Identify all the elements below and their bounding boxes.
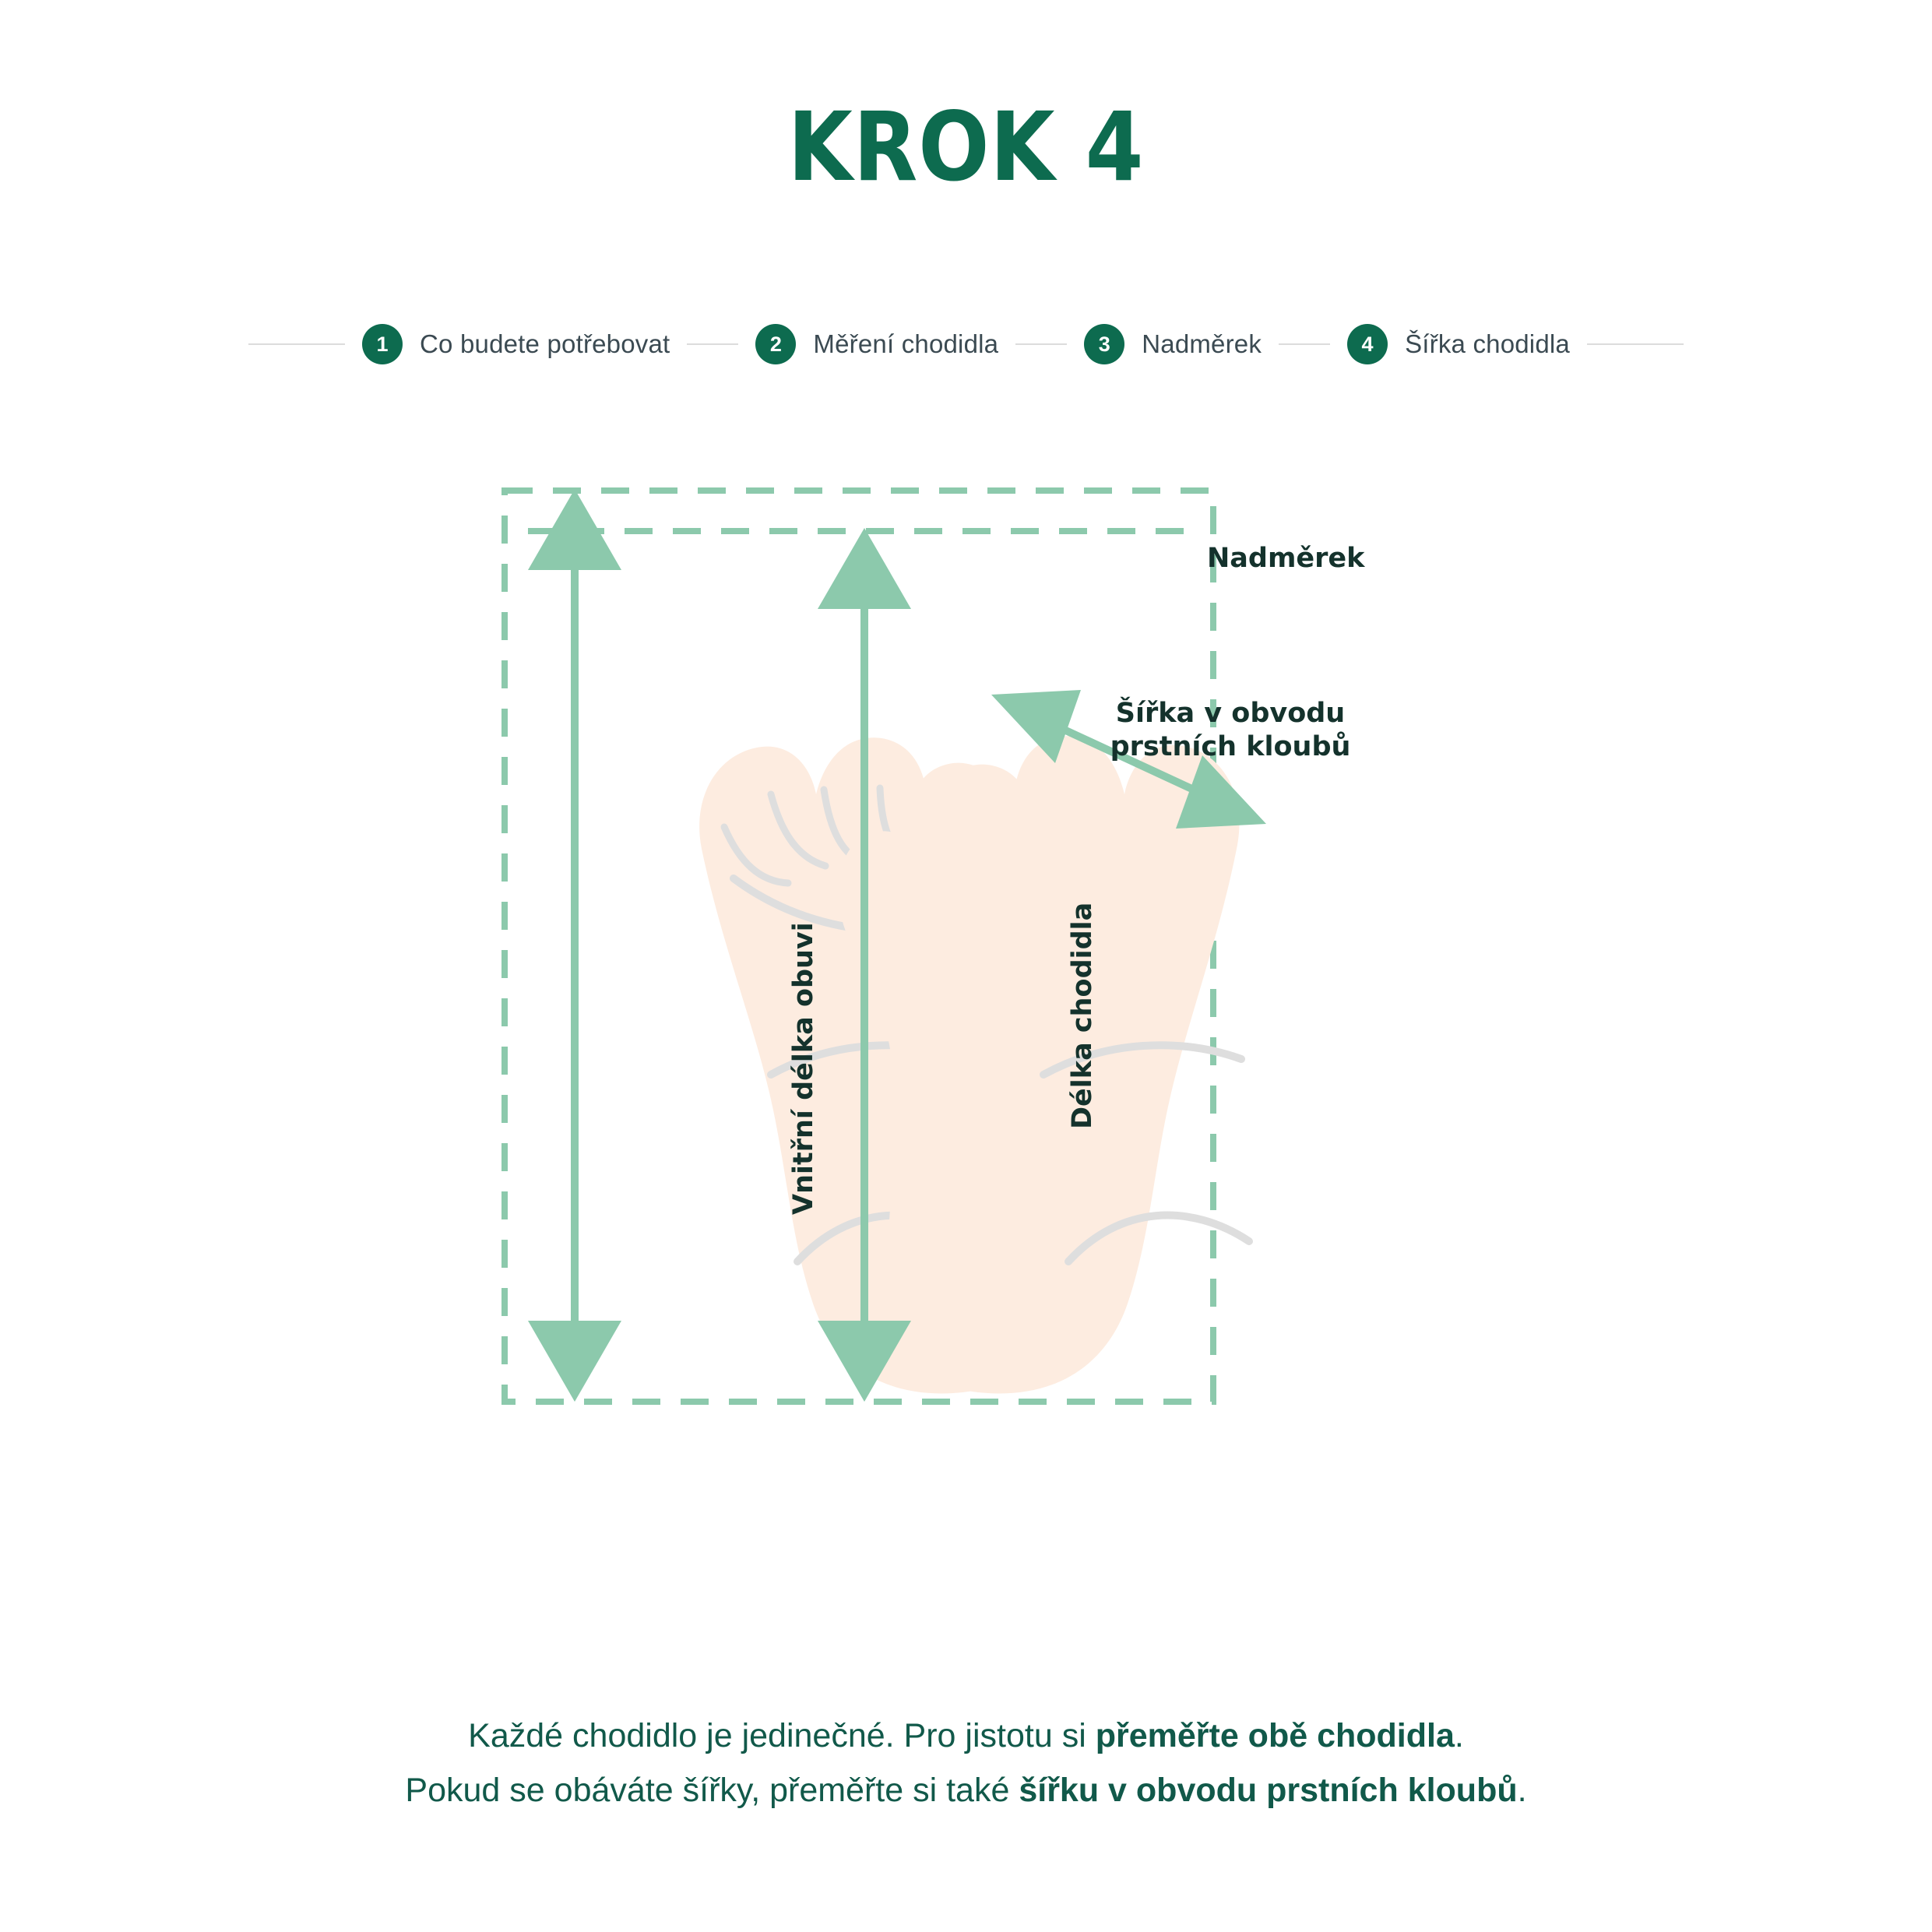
label-ball-width: Šířka v obvodu prstních kloubů: [1075, 697, 1386, 763]
ball-width-arrow-shaft: [1047, 719, 1211, 801]
footer-line-1: Každé chodidlo je jedinečné. Pro jistotu…: [0, 1709, 1932, 1764]
foot-measurement-diagram: Nadměrek Šířka v obvodu prstních kloubů …: [483, 483, 1464, 1573]
footer-line-2-part-a: Pokud se obáváte šířky, přeměřte si také: [405, 1771, 1019, 1809]
stepper-step-4-number: 4: [1347, 324, 1388, 364]
stepper-step-4-label: Šířka chodidla: [1405, 329, 1570, 358]
footer-line-1-part-a: Každé chodidlo je jedinečné. Pro jistotu…: [468, 1717, 1096, 1754]
ball-width-arrow: [991, 690, 1266, 829]
stepper-step-3-label: Nadměrek: [1142, 329, 1262, 358]
footer-line-2-bold: šířku v obvodu prstních kloubů: [1019, 1771, 1518, 1809]
stepper-step-2-label: Měření chodidla: [813, 329, 999, 358]
stepper-rule-left: [248, 343, 346, 345]
page-title: KROK 4: [787, 92, 1145, 202]
label-ball-width-line2: prstních kloubů: [1110, 730, 1351, 762]
label-nadmerek: Nadměrek: [1207, 543, 1365, 574]
step-progress-nav: 1 Co budete potřebovat 2 Měření chodidla…: [78, 311, 1854, 377]
right-foot-silhouette: [838, 736, 1253, 1394]
stepper-rule-2-3: [1015, 343, 1068, 345]
stepper-step-2[interactable]: 2 Měření chodidla: [738, 324, 1015, 364]
stepper-step-1-label: Co budete potřebovat: [420, 329, 670, 358]
stepper-rule-3-4: [1279, 343, 1331, 345]
stepper-step-1[interactable]: 1 Co budete potřebovat: [345, 324, 687, 364]
label-inner-shoe-length: Vnitřní délka obuvi: [788, 922, 819, 1215]
footer-line-2: Pokud se obáváte šířky, přeměřte si také…: [0, 1764, 1932, 1818]
inner-shoe-length-arrow-head-bottom: [528, 1321, 621, 1402]
label-ball-width-line1: Šířka v obvodu: [1115, 698, 1346, 729]
foot-length-arrow-head-bottom: [818, 1321, 911, 1402]
stepper-rule-1-2: [687, 343, 739, 345]
right-foot-shape: [838, 736, 1240, 1394]
label-foot-length: Délka chodidla: [1067, 902, 1098, 1129]
stepper-step-3[interactable]: 3 Nadměrek: [1067, 324, 1279, 364]
left-foot-crease-2: [767, 790, 829, 870]
footer-line-1-part-c: .: [1454, 1717, 1464, 1754]
diagram-svg: [501, 487, 1266, 1405]
right-foot-heel-line: [1065, 1211, 1253, 1265]
ball-width-arrow-head-left: [991, 690, 1081, 763]
footer-line-2-part-c: .: [1517, 1771, 1527, 1809]
foot-length-arrow-head-top: [818, 528, 911, 609]
stepper-step-4[interactable]: 4 Šířka chodidla: [1330, 324, 1587, 364]
stepper-step-1-number: 1: [362, 324, 403, 364]
inner-shoe-length-arrow: [528, 489, 621, 1402]
stepper-step-3-number: 3: [1084, 324, 1125, 364]
foot-length-arrow: [818, 528, 911, 1402]
dashed-outline-box: [501, 487, 1216, 1405]
left-foot-crease-1: [720, 823, 792, 887]
footer-note: Každé chodidlo je jedinečné. Pro jistotu…: [0, 1709, 1932, 1818]
right-foot-arch-line: [1040, 1041, 1245, 1079]
stepper-rule-right: [1586, 343, 1684, 345]
footer-line-1-bold: přeměřte obě chodidla: [1095, 1717, 1455, 1754]
inner-shoe-length-arrow-head-top: [528, 489, 621, 570]
stepper-step-2-number: 2: [755, 324, 797, 364]
ball-width-arrow-head-right: [1176, 755, 1266, 829]
